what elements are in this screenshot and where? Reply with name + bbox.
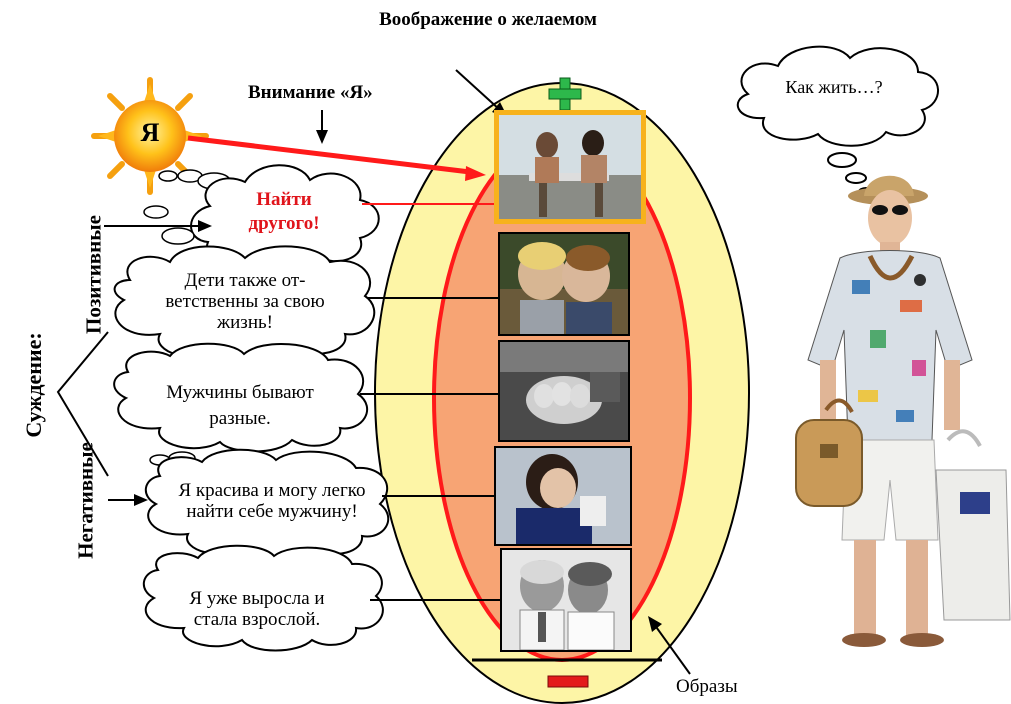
attention-arrowhead: [465, 166, 486, 181]
positive-label: Позитивные: [81, 215, 106, 334]
sun-label: Я: [140, 118, 160, 147]
judgment-brace: [56, 331, 109, 477]
cloud-2-text: Мужчины бывают разные.: [166, 382, 314, 429]
judgment-label: Суждение:: [21, 332, 46, 438]
find-other-text: Найти другого!: [248, 189, 320, 234]
thought-right-text: Как жить…?: [785, 77, 883, 97]
attention-label: Внимание «Я»: [248, 82, 373, 103]
cloud-1-shape: [113, 245, 376, 362]
cloud-4-text: Я уже выросла и стала взрослой.: [189, 588, 325, 630]
photo-children-kiss: [498, 232, 630, 336]
cloud-2-shape: [113, 342, 369, 453]
thought-bubbles-left: [143, 205, 196, 466]
photo-sad-woman: [494, 446, 632, 546]
photo-couple-dinner: [494, 110, 646, 224]
images-label: Образы: [676, 676, 738, 697]
desired-imagination-title: Воображение о желаемом: [379, 9, 597, 30]
thought-cloud-icon: [736, 45, 939, 197]
photo-elderly-couple: [500, 548, 632, 652]
negative-label: Негативные: [73, 442, 98, 559]
sun-icon: [91, 77, 209, 195]
cloud-3-text: Я красива и могу легко найти себе мужчин…: [178, 480, 366, 522]
photo-fist: [498, 340, 630, 442]
attention-line: [187, 135, 471, 175]
minus-icon: [547, 675, 589, 688]
cloud-4-shape: [143, 544, 384, 652]
cloud-3-shape: [145, 448, 390, 560]
cloud-1-text: Дети также от-ветственны за свою жизнь!: [165, 270, 325, 333]
woman-figure: [795, 175, 1011, 647]
